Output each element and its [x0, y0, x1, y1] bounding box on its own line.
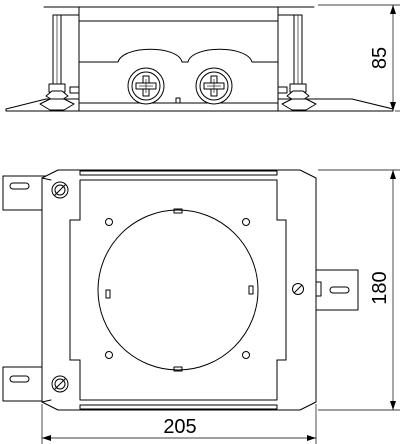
- width-label: 205: [163, 416, 196, 438]
- screw-knockout-icon: [195, 67, 233, 105]
- screw-knockout-icon: [127, 67, 165, 105]
- knockout-profile: [78, 48, 279, 63]
- depth-label: 180: [369, 271, 391, 304]
- leveling-bolt-right: [277, 14, 317, 111]
- mounting-hole: [105, 351, 113, 359]
- box-body: [78, 6, 279, 112]
- top-lip-left: [47, 6, 80, 16]
- screw-head-icon: [51, 181, 69, 199]
- side-view: 85: [5, 4, 400, 112]
- screw-head-icon: [51, 375, 69, 393]
- base-plate: [41, 169, 317, 411]
- leveling-bolt-left: [39, 14, 80, 111]
- mounting-tab-right: [315, 269, 359, 311]
- height-label: 85: [369, 47, 391, 69]
- inner-frame: [79, 179, 278, 401]
- mounting-hole: [242, 351, 250, 359]
- depth-dimension: 180: [318, 169, 400, 411]
- mounting-hole: [105, 218, 113, 226]
- mounting-hole: [242, 218, 250, 226]
- mounting-tab-top-left: [2, 175, 49, 211]
- width-dimension: 205: [41, 404, 317, 444]
- height-dimension: 85: [318, 4, 400, 112]
- top-view: 180 205: [2, 169, 400, 444]
- mounting-tab-bottom-left: [2, 366, 49, 402]
- top-lip-right: [277, 6, 311, 16]
- cable-opening: [97, 208, 259, 372]
- screw-head-icon: [292, 283, 304, 295]
